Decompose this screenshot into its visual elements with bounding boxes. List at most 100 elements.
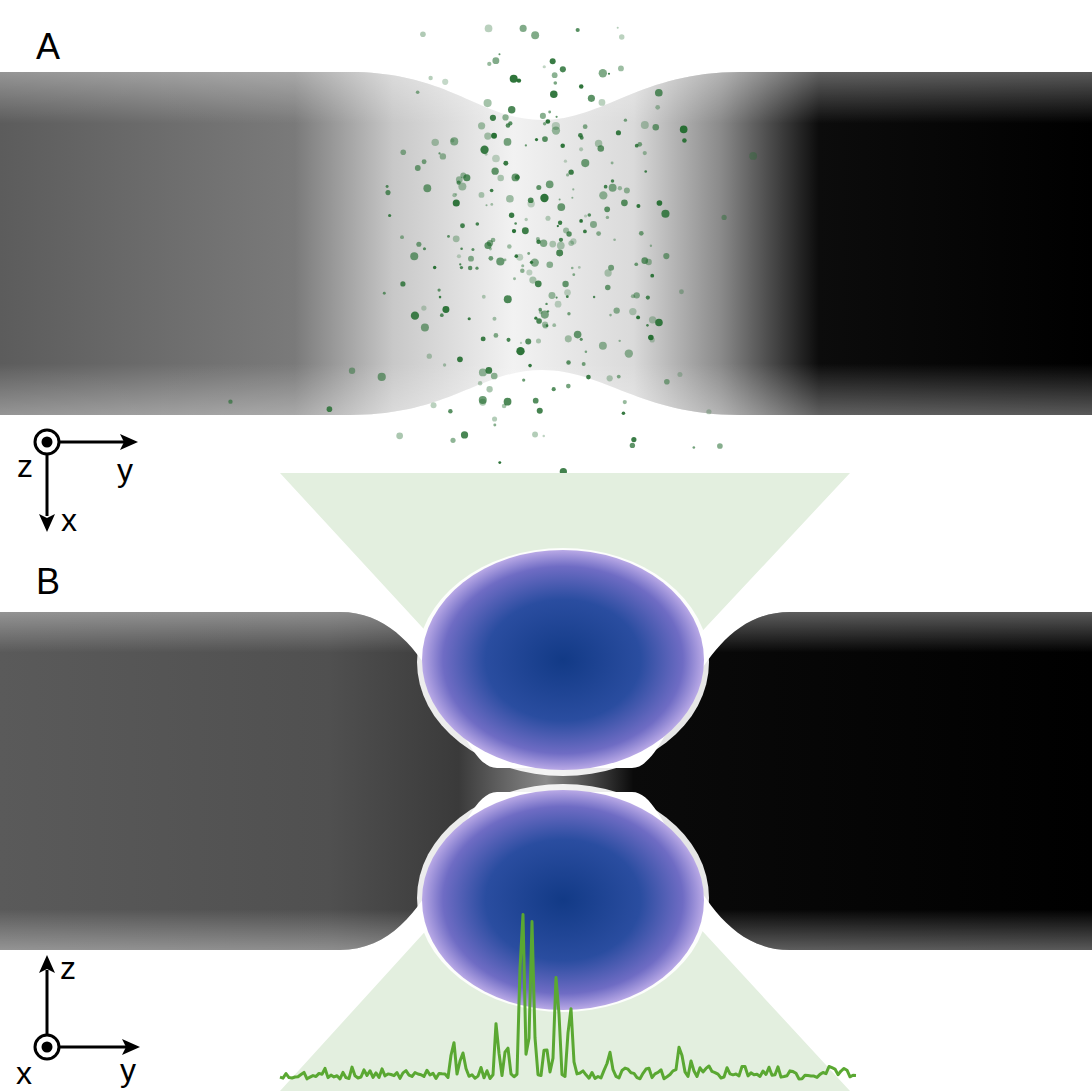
scatter-point <box>478 381 482 385</box>
scatter-point <box>385 190 390 195</box>
scatter-point <box>622 411 626 415</box>
scatter-point <box>646 324 649 327</box>
scatter-point <box>578 266 581 269</box>
scatter-point <box>637 142 642 147</box>
scatter-point <box>596 231 601 236</box>
scatter-point <box>423 247 426 250</box>
scatter-point <box>400 235 404 239</box>
scatter-point <box>503 161 508 166</box>
scatter-point <box>388 214 391 217</box>
emission-lobe <box>422 790 704 1010</box>
scatter-point <box>558 221 562 225</box>
scatter-point <box>438 152 440 154</box>
scatter-point <box>545 216 550 221</box>
scatter-point <box>498 461 501 464</box>
scatter-point <box>579 147 583 151</box>
scatter-point <box>460 173 466 179</box>
scatter-point <box>378 373 386 381</box>
scatter-point <box>491 373 498 380</box>
axis-label: z <box>60 952 76 984</box>
scatter-point <box>552 72 558 78</box>
scatter-point <box>452 193 456 197</box>
scatter-point <box>588 95 595 102</box>
scatter-point <box>583 124 588 129</box>
scatter-point <box>504 138 512 146</box>
scatter-point <box>579 219 583 223</box>
scatter-point <box>749 152 757 160</box>
scatter-point <box>443 363 446 366</box>
scatter-point <box>488 256 493 261</box>
scatter-point <box>431 402 437 408</box>
scatter-point <box>491 167 498 174</box>
scatter-point <box>543 65 546 68</box>
scatter-point <box>636 315 640 319</box>
scatter-point <box>680 126 688 134</box>
scatter-point <box>546 181 554 189</box>
scatter-point <box>516 347 524 355</box>
scatter-point <box>522 378 525 381</box>
scatter-point <box>450 137 458 145</box>
scatter-point <box>487 62 491 66</box>
scatter-point <box>608 73 610 75</box>
scatter-point <box>580 136 584 140</box>
scatter-point <box>540 113 546 119</box>
scatter-point <box>520 342 522 344</box>
scatter-point <box>478 122 485 129</box>
scatter-point <box>579 84 584 89</box>
scatter-point <box>538 308 542 312</box>
scatter-point <box>574 331 582 339</box>
scatter-point <box>447 235 450 238</box>
scatter-point <box>609 184 617 192</box>
scatter-point <box>650 274 654 278</box>
scatter-point <box>645 259 651 265</box>
scatter-point <box>693 446 696 449</box>
scatter-point <box>529 276 536 283</box>
axis-label: z <box>17 450 33 482</box>
scatter-point <box>639 231 644 236</box>
scatter-point <box>599 342 607 350</box>
halo <box>417 548 709 776</box>
panel-letter: A <box>36 29 60 65</box>
scatter-point <box>631 294 635 298</box>
scatter-point <box>629 308 636 315</box>
scatter-point <box>560 144 565 149</box>
scatter-point <box>646 295 650 299</box>
scatter-point <box>411 311 419 319</box>
scatter-point <box>631 437 636 442</box>
scatter-point <box>521 264 524 267</box>
scatter-point <box>679 289 684 294</box>
scatter-point <box>611 179 614 182</box>
scatter-point <box>450 438 455 443</box>
scatter-point <box>559 198 561 200</box>
scatter-point <box>641 121 649 129</box>
scatter-point <box>493 424 496 427</box>
scatter-points <box>228 25 757 476</box>
scatter-point <box>613 238 616 241</box>
scatter-point <box>415 165 421 171</box>
scatter-point <box>484 132 491 139</box>
scatter-point <box>566 231 571 236</box>
scatter-point <box>542 322 548 328</box>
scatter-point <box>657 200 663 206</box>
scatter-point <box>506 195 514 203</box>
scatter-point <box>588 213 592 217</box>
scatter-point <box>496 257 504 265</box>
scatter-point <box>572 273 575 276</box>
halo <box>417 784 709 1012</box>
scatter-point <box>482 295 486 299</box>
fiber-highlight <box>0 72 1092 415</box>
scatter-point <box>605 285 611 291</box>
scatter-point <box>534 317 537 320</box>
scatter-point <box>652 124 659 131</box>
scatter-point <box>442 79 448 85</box>
scatter-point <box>460 266 463 269</box>
scatter-point <box>502 114 508 120</box>
scatter-point <box>455 193 457 195</box>
scatter-point <box>595 140 602 147</box>
scatter-point <box>486 386 492 392</box>
scatter-point <box>540 194 548 202</box>
scatter-point <box>471 248 474 251</box>
spectrum-trace <box>280 914 856 1079</box>
